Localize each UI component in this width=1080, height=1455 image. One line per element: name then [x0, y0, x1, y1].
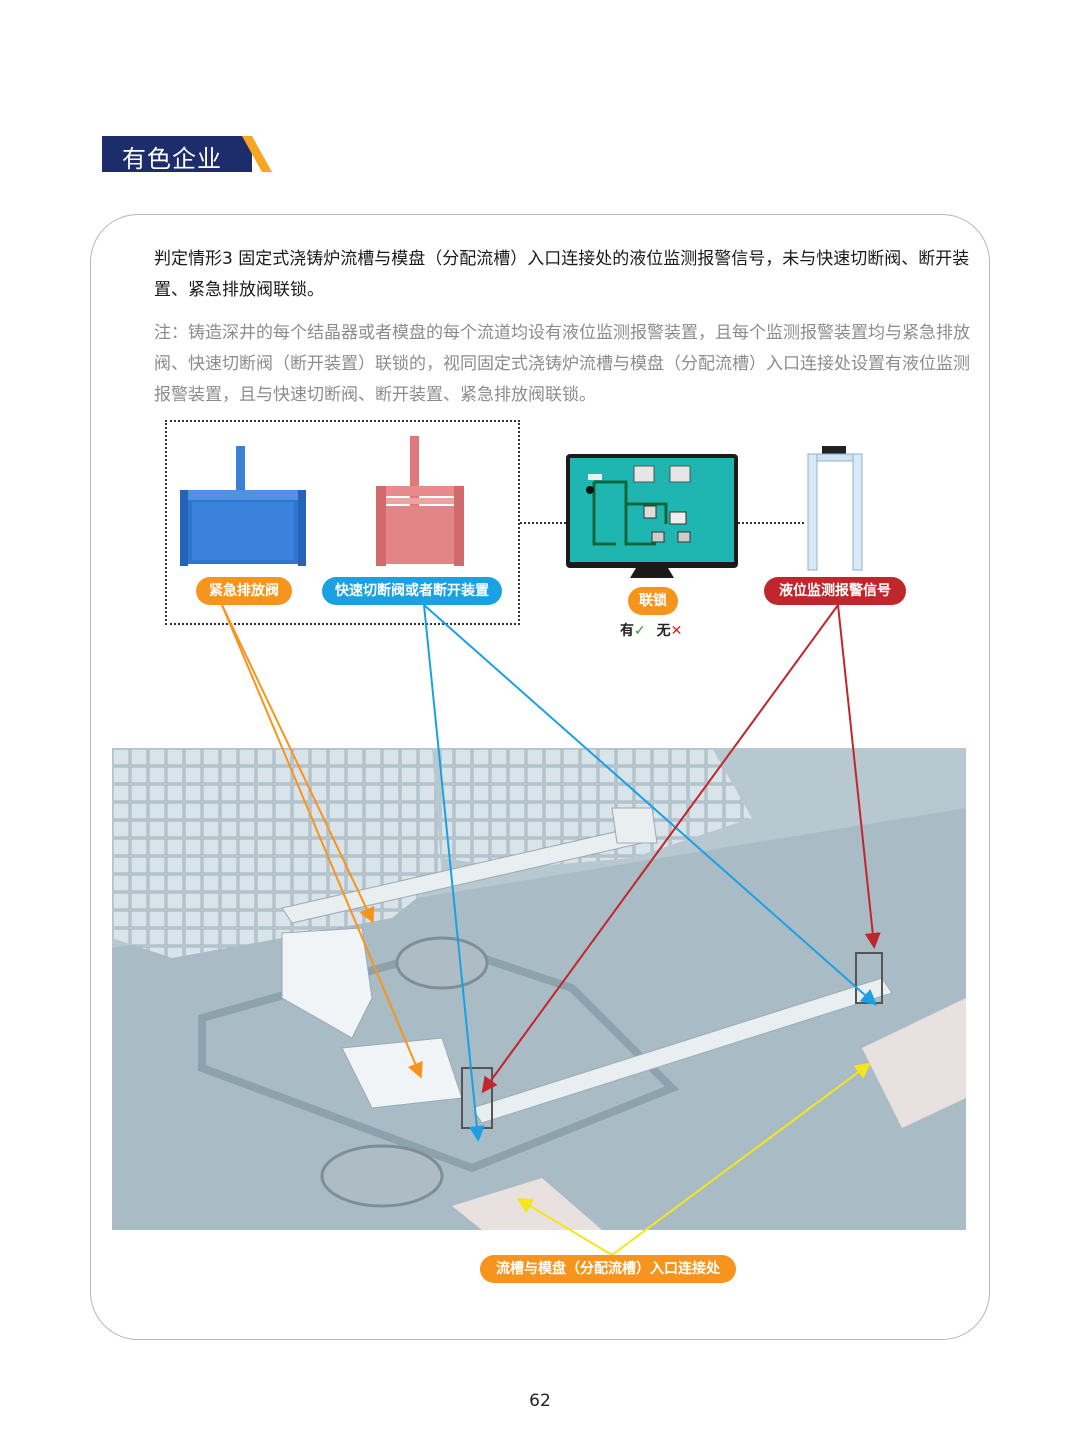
check-icon: ✓ — [634, 623, 646, 639]
section-header-bar — [102, 136, 252, 172]
quick-valve-image — [376, 436, 464, 566]
legend-no-text: 无 — [656, 623, 671, 639]
judgement-text: 判定情形3 固定式浇铸炉流槽与模盘（分配流槽）入口连接处的液位监测报警信号，未与… — [154, 249, 970, 300]
level-sensor-image — [807, 446, 863, 571]
cross-icon: ✕ — [670, 623, 683, 639]
emergency-valve-image — [180, 446, 306, 566]
casting-plant-illustration — [112, 748, 966, 1230]
section-title: 有色企业 — [122, 145, 222, 173]
yellow-arrows — [516, 1062, 872, 1256]
red-arrows — [481, 604, 881, 1094]
blue-arrows — [423, 604, 877, 1142]
legend-yes-text: 有 — [620, 623, 634, 639]
content-card — [90, 214, 990, 1340]
note-text: 注：铸造深井的每个结晶器或者模盘的每个流道均设有液位监测报警装置，且每个监测报警… — [154, 323, 970, 405]
emergency-valve-label: 紧急排放阀 — [196, 577, 292, 605]
junction-label: 流槽与模盘（分配流槽）入口连接处 — [480, 1255, 736, 1283]
section-header-accent — [242, 136, 272, 172]
plant-scene-svg — [112, 748, 966, 1230]
dotted-connector-left — [520, 522, 570, 524]
valve-group-box — [165, 420, 520, 625]
dotted-connector-right — [738, 522, 804, 524]
orange-arrows — [221, 604, 423, 1079]
quick-valve-label: 快速切断阀或者断开装置 — [322, 577, 502, 605]
page-number: 62 — [529, 1391, 551, 1411]
monitor-image — [566, 454, 738, 578]
interlock-label: 联锁 — [628, 587, 678, 615]
legend: 有✓ 无✕ — [620, 620, 682, 640]
level-alarm-label: 液位监测报警信号 — [764, 577, 906, 605]
section-header: 有色企业 — [102, 136, 272, 173]
